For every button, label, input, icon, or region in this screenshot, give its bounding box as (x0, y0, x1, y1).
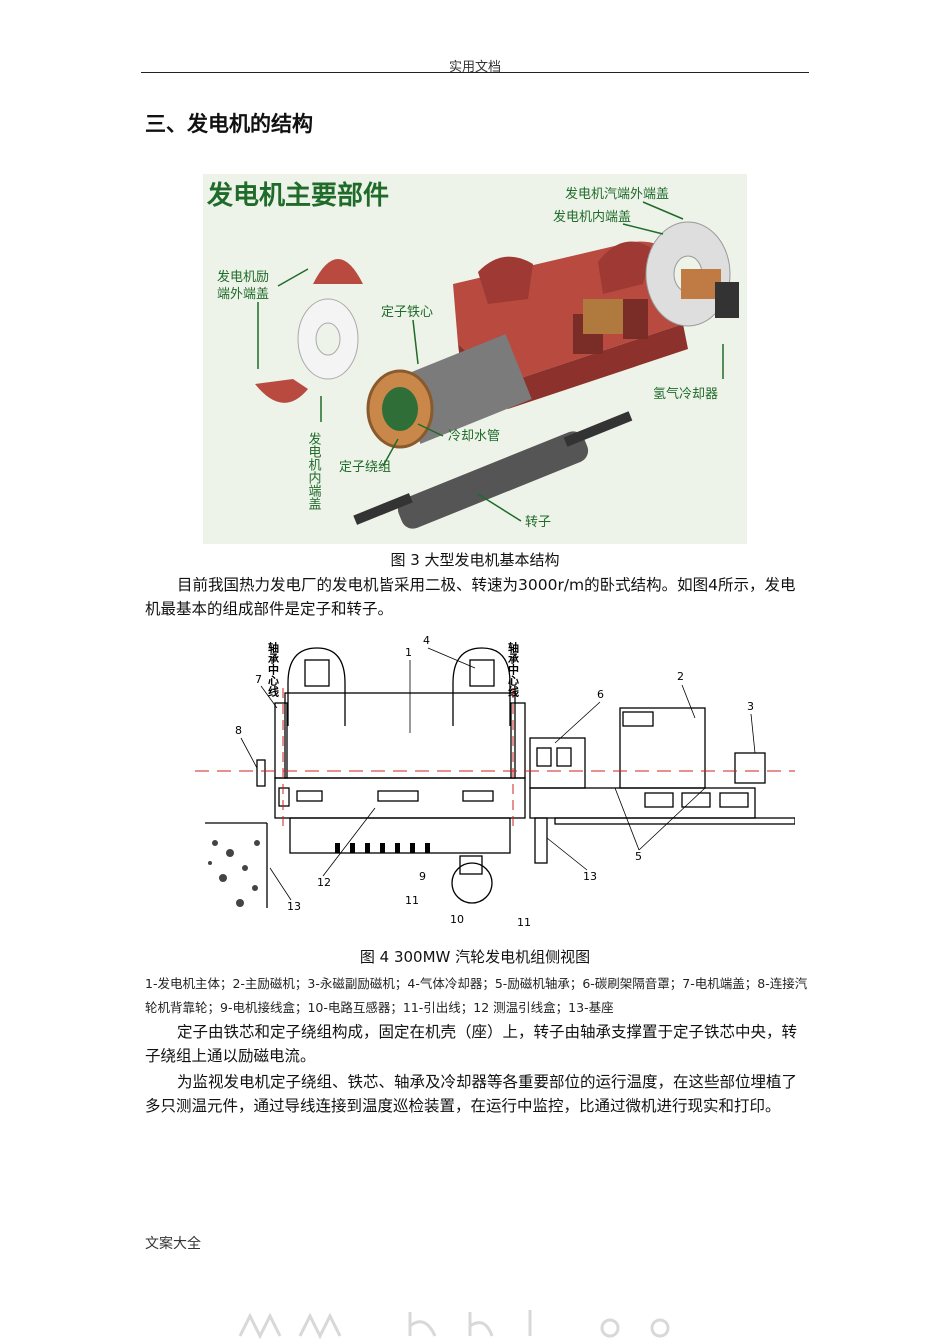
current-transformer (459, 855, 483, 875)
bearing-centerline-label-right: 轴承中心线 (507, 641, 520, 698)
number-1: 1 (405, 646, 412, 659)
figure3-title: 发电机主要部件 (206, 180, 389, 211)
page-header: 实用文档 (448, 60, 501, 75)
number-12: 12 (317, 876, 331, 889)
label-cooling-water-pipe: 冷却水管 (448, 429, 500, 444)
figure4-leader-lines (240, 647, 756, 901)
number-4: 4 (423, 634, 430, 647)
figure3-leader-lines (257, 201, 724, 522)
section-title: 三、发电机的结构 (145, 112, 313, 136)
number-3: 3 (747, 700, 754, 713)
gas-cooler-right (452, 647, 511, 726)
page-footer: 文案大全 (145, 1236, 201, 1252)
number-13-right: 13 (583, 870, 597, 883)
label-exciter-end-cover-1: 发电机励 (217, 269, 269, 285)
bearing-centerline-label-left: 轴承中心线 (267, 641, 280, 698)
number-11-left: 11 (405, 894, 419, 907)
rotor (353, 411, 633, 529)
paragraph-1: 目前我国热力发电厂的发电机皆采用二极、转速为3000r/m的卧式结构。如图4所示… (145, 576, 796, 618)
label-inner-cover: 发电机内端盖 (553, 209, 631, 225)
end-cover-right (510, 702, 526, 779)
generator-base (274, 777, 526, 819)
generator-body (284, 692, 516, 779)
gas-cooler-left (287, 647, 346, 726)
number-6: 6 (597, 688, 604, 701)
exciter-foundation-plate (554, 817, 795, 825)
label-rotor: 转子 (525, 515, 551, 530)
foundation-hatch (208, 840, 260, 907)
number-7: 7 (255, 673, 262, 686)
label-stator-core: 定子铁心 (381, 305, 433, 320)
paragraph-2: 定子由铁芯和定子绕组构成，固定在机壳（座）上，转子由轴承支撑置于定子铁芯中央，转… (145, 1023, 798, 1065)
generator-components-figure: 发电机主要部件 发电机汽端外端盖 发电机内端盖 发电机励 端外端盖 (203, 174, 747, 544)
figure4-legend: 1-发电机主体；2-主励磁机；3-永磁副励磁机；4-气体冷却器；5-励磁机轴承；… (145, 976, 808, 1015)
label-hydrogen-cooler: 氢气冷却器 (653, 386, 718, 402)
number-11-right: 11 (517, 916, 531, 929)
number-13-left: 13 (287, 900, 301, 913)
number-5: 5 (635, 850, 642, 863)
inner-end-cover-part (255, 379, 308, 403)
turbine-end-outer-cover (645, 221, 739, 327)
exciter-end-outer-cover-part (313, 259, 363, 284)
figure4-caption: 图 4 300MW 汽轮发电机组侧视图 (359, 948, 591, 966)
main-exciter (619, 707, 706, 789)
label-stator-winding: 定子绕组 (339, 460, 391, 475)
label-turbine-end-outer-cover: 发电机汽端外端盖 (565, 186, 669, 202)
paragraph-3: 为监视发电机定子绕组、铁芯、轴承及冷却器等各重要部位的运行温度，在这些部位埋植了… (145, 1073, 798, 1115)
generator-side-view-figure: 轴承中心线 轴承中心线 1 2 3 4 5 6 7 8 9 10 11 11 1… (195, 634, 795, 929)
label-inner-end-cover-vertical: 发电机内端盖 (306, 431, 322, 510)
number-9: 9 (419, 870, 426, 883)
number-2: 2 (677, 670, 684, 683)
figure3-caption: 图 3 大型发电机基本结构 (390, 551, 560, 569)
coupling-wheel (256, 759, 266, 787)
end-cover-left (274, 702, 288, 779)
junction-box (451, 862, 493, 904)
number-8: 8 (235, 724, 242, 737)
label-exciter-end-cover-2: 端外端盖 (217, 287, 269, 302)
foundation-right (534, 817, 548, 864)
stator-core (366, 334, 532, 449)
temperature-lead-box (335, 843, 430, 853)
number-10: 10 (450, 913, 464, 926)
header-rule (141, 72, 809, 73)
permanent-magnet-exciter (734, 752, 766, 784)
faded-watermark (238, 1310, 670, 1340)
